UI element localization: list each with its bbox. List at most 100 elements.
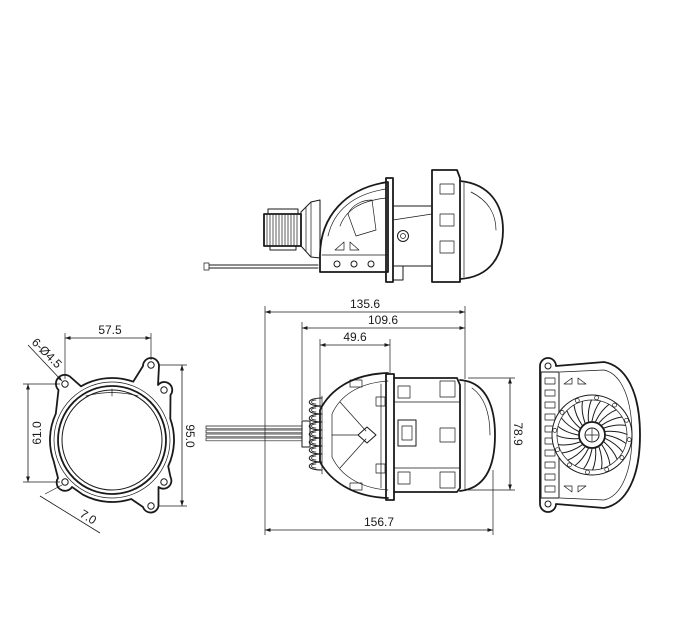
neck-detail [305, 201, 312, 258]
dome-contour-inner [339, 197, 387, 227]
mounting-hole [160, 478, 168, 486]
heatsink-fin-detail [311, 407, 317, 413]
heatsink-fin-detail [311, 463, 317, 469]
holder-window [439, 380, 456, 398]
side-view-mount-plate [385, 373, 395, 501]
band-rib [544, 389, 556, 397]
mounting-hole [147, 361, 155, 369]
heatsink-fin [574, 448, 589, 467]
heatsink-fin [566, 410, 581, 429]
fan-hub-cross [585, 428, 599, 442]
heatsink-fin [598, 446, 603, 470]
rear-marker-triangles [563, 377, 587, 493]
heatsink-fin [557, 441, 581, 446]
heatsink-fins [308, 397, 323, 471]
heatsink-fin [605, 430, 628, 435]
front-mount-plate [49, 357, 175, 514]
heatsink-fin [587, 399, 592, 422]
side-view [205, 372, 496, 501]
heatsink-fin [601, 444, 611, 466]
fan-bottom-cap [269, 245, 297, 251]
heatsink-fin [603, 441, 618, 460]
length-to-lens-flange-label: 135.6 [350, 297, 380, 311]
dome-contour [327, 188, 387, 237]
housing-tab [392, 265, 404, 281]
heatsink-fin [603, 424, 627, 429]
heatsink-fins [552, 395, 632, 475]
adjuster-screw [367, 260, 375, 268]
solenoid-knob-center [400, 233, 406, 239]
holder-window [439, 427, 456, 443]
heatsink-fin [556, 435, 579, 440]
heatsink-fin [560, 417, 579, 432]
dome-center-diamond [357, 426, 377, 444]
fin-tip [594, 395, 599, 401]
top-view-wire-bundle [203, 262, 319, 271]
holder-window [439, 213, 455, 227]
band-rib [544, 401, 556, 409]
heatsink-fin-detail [311, 415, 317, 421]
dome-clip [375, 463, 386, 474]
fin-tip [624, 417, 629, 423]
top-view-lens-holder [431, 169, 461, 283]
band-rib [544, 485, 556, 493]
heatsink-fin-detail [311, 431, 317, 437]
housing-edge [392, 213, 433, 221]
top-view-dome [319, 181, 389, 273]
band-rib [544, 413, 556, 421]
edge-offset-leader [39, 495, 101, 534]
fin-tip [552, 428, 558, 433]
holder-window [439, 183, 455, 195]
heatsink-fin [601, 416, 623, 426]
wire [205, 433, 305, 438]
heatsink-fin [557, 426, 579, 436]
mounting-hole [544, 500, 552, 508]
fin-tip [626, 437, 632, 442]
overall-height-label: 95.0 [183, 424, 197, 448]
top-view [203, 169, 504, 283]
wire-end-cap [203, 262, 210, 271]
heatsink-fin [598, 409, 617, 424]
fin-tip [567, 462, 572, 468]
heatsink-fin-detail [311, 455, 317, 461]
heatsink-fin [567, 446, 586, 461]
dome-inner-reflector [347, 199, 377, 237]
plate-inner-edge [53, 381, 171, 499]
side-view-wire-bundle [205, 425, 305, 442]
heatsink-fin-detail [311, 447, 317, 453]
adjuster-screw [350, 260, 358, 268]
band-rib [544, 377, 556, 385]
fan-hub-center [584, 427, 600, 443]
lens-height-label: 78.9 [511, 422, 525, 446]
mounting-hole [147, 502, 155, 510]
shutter-solenoid [397, 419, 417, 447]
mounting-hole [61, 478, 69, 486]
lens-glass [61, 389, 163, 491]
lens-outer-ring [57, 385, 167, 495]
holder-window [397, 471, 411, 485]
heatsink-fin-ring [556, 399, 628, 471]
dome-ribs [331, 401, 367, 469]
wire [205, 425, 305, 430]
side-view-lens-holder [393, 377, 461, 493]
body-to-lens-flange-label: 109.6 [368, 313, 398, 327]
fin-tip [619, 455, 625, 460]
side-view-lens [459, 379, 496, 492]
front-width-dimension-label: 57.5 [98, 323, 122, 337]
fin-tip [574, 398, 580, 403]
holder-ribs [393, 401, 461, 469]
heatsink-fin [595, 403, 610, 422]
top-view-fan-cylinder [263, 208, 302, 251]
dome-tab [349, 482, 363, 491]
band-rib [544, 473, 556, 481]
overall-length-label: 156.7 [364, 515, 394, 529]
dome-tab [349, 379, 363, 388]
heatsink-fin-detail [311, 423, 317, 429]
fin-tip [585, 469, 590, 475]
wire [205, 437, 305, 442]
heatsink-fin [573, 404, 583, 426]
edge-offset-label: 7.0 [77, 507, 99, 528]
band-rib [544, 461, 556, 469]
mounting-hole [544, 362, 552, 370]
